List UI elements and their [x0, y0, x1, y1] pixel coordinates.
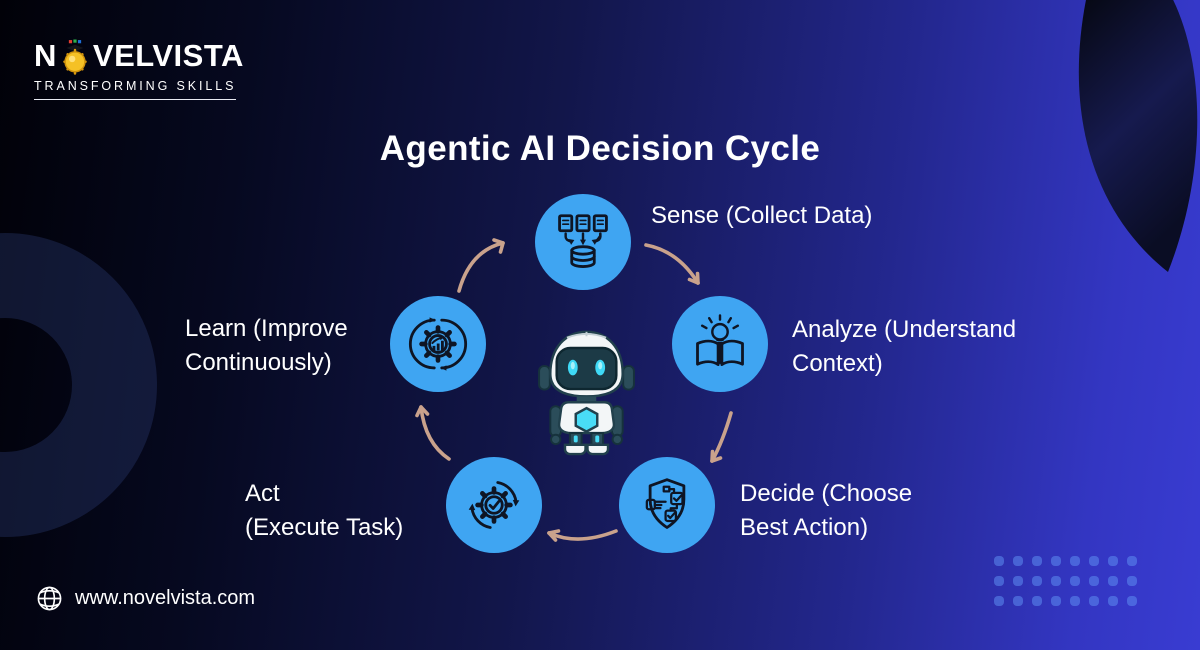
gear-growth-refresh-icon [409, 317, 467, 371]
step-circle-decide [619, 457, 715, 553]
arrowhead [492, 238, 505, 254]
arrow-learn-to-sense [457, 241, 505, 293]
sun-medal-icon [63, 39, 87, 75]
arrow-act-to-learn [419, 405, 451, 461]
step-circle-sense [535, 194, 631, 290]
gear-check-refresh-icon [468, 481, 520, 529]
decorative-ring [0, 233, 157, 537]
documents-database-icon [558, 214, 608, 268]
arrow-sense-to-analyze [644, 243, 700, 285]
footer-website: www.novelvista.com [36, 585, 255, 612]
logo-text-n: N [34, 38, 57, 73]
arrowhead [710, 449, 723, 463]
label-learn: Learn (Improve Continuously) [185, 315, 348, 376]
arrowhead [547, 529, 561, 542]
label-decide: Decide (Choose Best Action) [740, 480, 913, 541]
lightbulb-book-icon [696, 314, 744, 367]
arrowhead [415, 405, 430, 418]
step-circle-analyze [672, 296, 768, 392]
logo-text-rest: VELVISTA [92, 38, 244, 73]
label-sense: Sense (Collect Data) [651, 202, 873, 229]
globe-icon [37, 586, 62, 611]
website-url: www.novelvista.com [75, 587, 256, 609]
robot-mascot [538, 330, 635, 456]
shield-checklist-icon [645, 478, 686, 529]
arrowhead [687, 271, 700, 285]
novelvista-logo: N VELVISTA TRANSFORMING SKILLS [34, 36, 244, 100]
step-circle-learn [390, 296, 486, 392]
page-title: Agentic AI Decision Cycle [379, 129, 821, 168]
label-act: Act (Execute Task) [245, 480, 404, 541]
step-circle-act [446, 457, 542, 553]
label-analyze: Analyze (Understand Context) [792, 316, 1017, 377]
dot-grid-decoration [994, 556, 1137, 606]
arrow-analyze-to-decide [710, 411, 733, 463]
logo-tagline: TRANSFORMING SKILLS [34, 79, 237, 100]
arrow-decide-to-act [547, 529, 618, 541]
